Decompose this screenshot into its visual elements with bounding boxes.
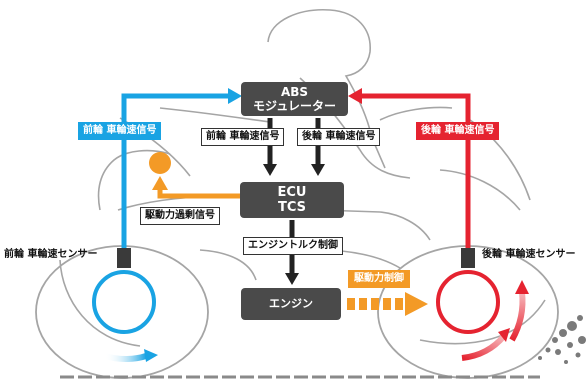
throttle-indicator: [149, 152, 171, 174]
excess-signal-arrowhead: [152, 176, 168, 190]
front-rotation-arrow: [104, 353, 147, 362]
engine-label: エンジン: [269, 297, 313, 310]
drive-force-control-label: 駆動力制御: [348, 270, 410, 288]
drive-force-arrowhead: [405, 292, 428, 316]
excess-signal-arrow: [157, 188, 240, 199]
rear-rotation-arrow-2: [509, 291, 526, 342]
engine-torque-control-label: エンジントルク制御: [243, 237, 343, 255]
ecu-tcs-box: ECU TCS: [240, 182, 344, 218]
abs-label: ABS: [280, 85, 309, 99]
front-sensor-label: 前輪 車輪速センサー: [4, 249, 98, 260]
rear-sensor-label: 後輪 車輪速センサー: [482, 249, 576, 260]
abs-modulator-box: ABS モジュレーター: [241, 82, 348, 116]
rear-signal-arrow: [360, 93, 471, 250]
modulator-label: モジュレーター: [253, 99, 336, 113]
front-signal-arrowhead: [228, 88, 242, 104]
rear-wheel-ring: [436, 270, 500, 334]
front-speed-signal-label: 前輪 車輪速信号: [78, 122, 162, 140]
rear-speed-signal-inner-label: 後輪 車輪速信号: [297, 128, 381, 146]
tcs-label: TCS: [277, 200, 306, 215]
front-speed-signal-inner-label: 前輪 車輪速信号: [201, 128, 285, 146]
front-signal-arrow: [121, 93, 230, 250]
rear-rotation-arrow-1: [461, 334, 507, 361]
rear-speed-signal-label: 後輪 車輪速信号: [416, 122, 500, 140]
rear-sensor-block: [461, 248, 475, 268]
excess-drive-signal-label: 駆動力過剰信号: [140, 207, 220, 225]
ecu-label: ECU: [277, 185, 307, 200]
front-sensor-block: [117, 248, 131, 268]
abs-to-ecu-arrows: [263, 118, 325, 176]
front-wheel-ring: [92, 270, 156, 334]
rear-signal-arrowhead: [348, 88, 362, 104]
gravel-dots: [538, 315, 586, 364]
engine-box: エンジン: [241, 288, 341, 320]
